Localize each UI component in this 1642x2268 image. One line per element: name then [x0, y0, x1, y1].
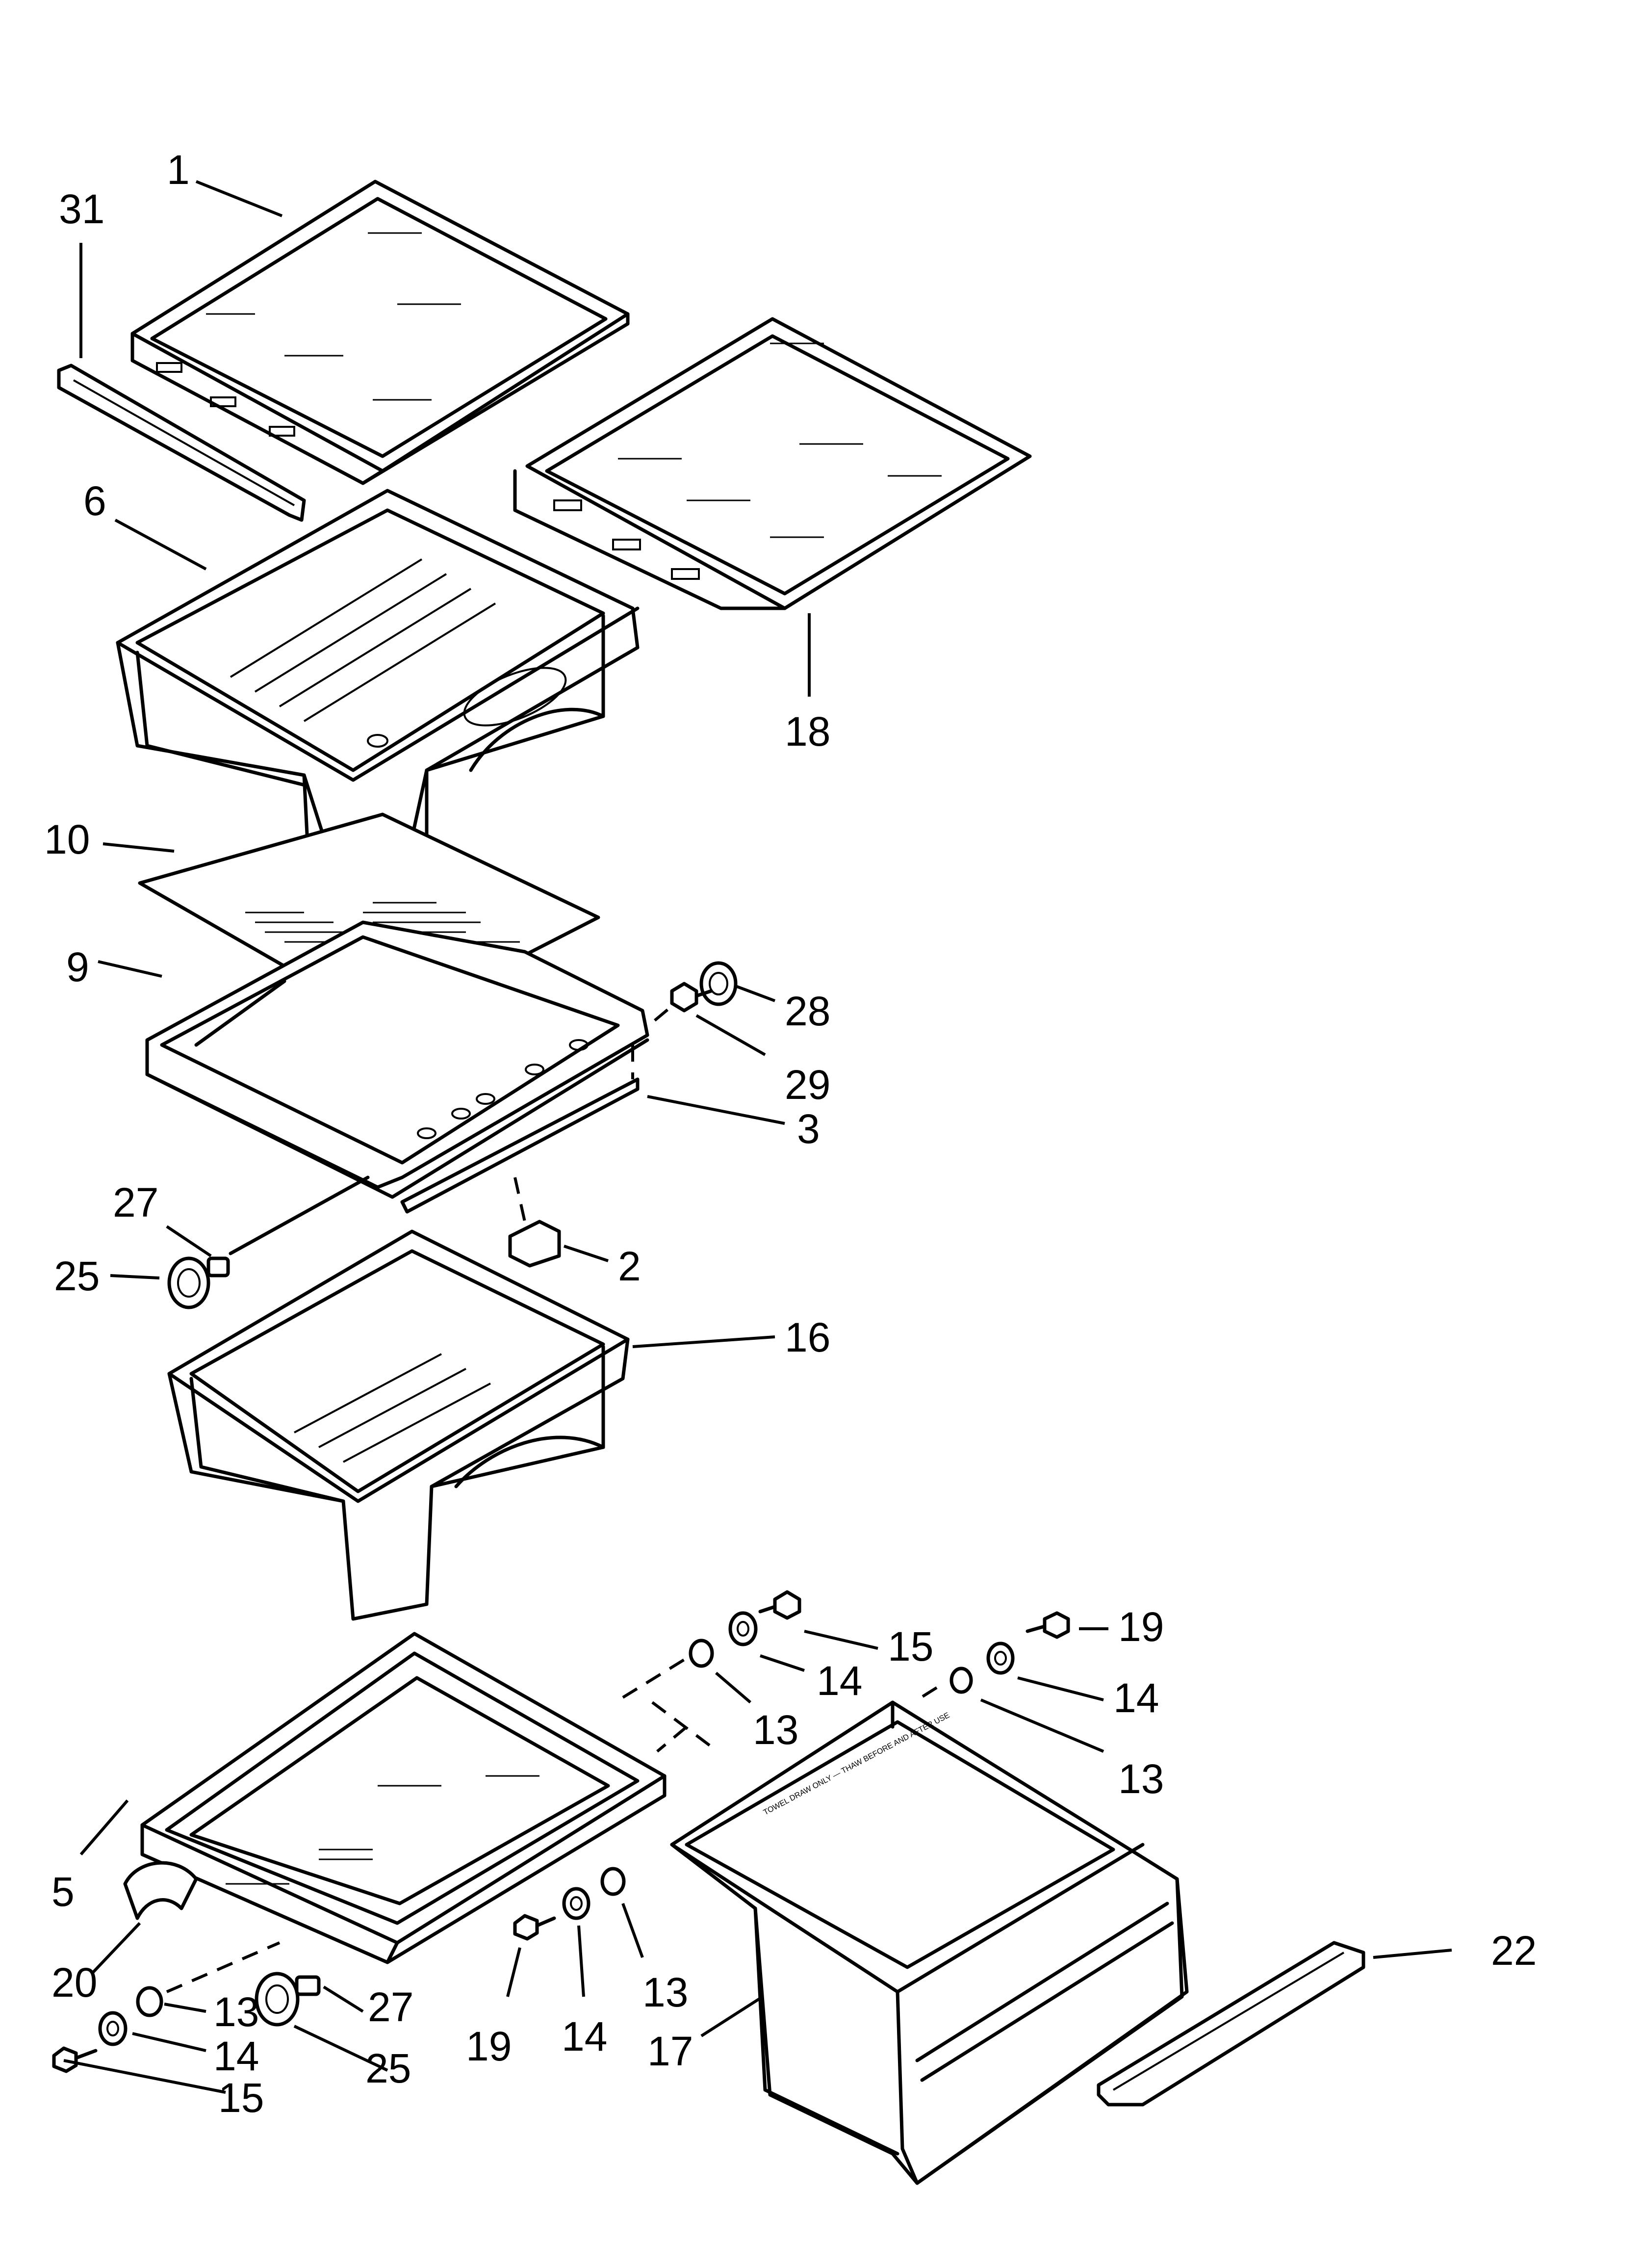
part-14-washer-mid [728, 1611, 758, 1646]
callout-14-right: 14 [1113, 1675, 1159, 1721]
callout-18: 18 [785, 708, 830, 755]
callout-1: 1 [167, 147, 190, 193]
callout-15-mid: 15 [888, 1623, 933, 1669]
part-25-roller-upper [167, 1256, 210, 1309]
callout-27-lower: 27 [368, 1984, 413, 2030]
callout-13-right: 13 [1118, 1756, 1164, 1802]
callout-14-left: 14 [213, 2033, 259, 2079]
callout-17: 17 [647, 2028, 693, 2074]
part-16-crisper-drawer [167, 1229, 630, 1621]
part-15-screw-left [52, 2046, 98, 2073]
part-31-shelf-rail [57, 364, 306, 522]
callout-20: 20 [51, 1959, 97, 2006]
part-20-handle-clip [123, 1861, 198, 1920]
part-14-washer-left [98, 2011, 128, 2046]
callout-13-left: 13 [213, 1989, 259, 2035]
callout-9: 9 [66, 944, 89, 990]
assembly-lines [166, 1007, 938, 1993]
part-13-bushing-left [136, 1986, 163, 2017]
part-18-glass-shelf [513, 317, 1032, 610]
callout-2: 2 [618, 1243, 641, 1289]
part-27-axle-lower [295, 1975, 321, 1996]
callout-31: 31 [59, 186, 104, 232]
part-6-crisper-drawer [116, 489, 640, 890]
callout-14-lower: 14 [562, 2013, 607, 2059]
callout-15-left: 15 [218, 2075, 264, 2121]
part-15-screw-mid [758, 1590, 801, 1620]
part-13-bushing-right [949, 1667, 973, 1694]
part-19-screw-lower [513, 1914, 556, 1941]
callout-27-upper: 27 [113, 1179, 158, 1225]
part-5-cover-shelf [140, 1632, 667, 1964]
callout-13-mid: 13 [753, 1707, 798, 1753]
part-25-roller-lower [255, 1972, 300, 2027]
callout-13-lower: 13 [642, 1969, 688, 2015]
part-9-crisper-cover-frame [145, 920, 649, 1199]
callout-25-lower: 25 [365, 2045, 411, 2091]
part-2-clip [508, 1220, 561, 1268]
part-14-washer-lower [562, 1887, 590, 1920]
part-19-screw-right [1026, 1611, 1070, 1639]
callout-3: 3 [797, 1106, 820, 1152]
part-17-pan-drawer: TOWEL DRAW ONLY — THAW BEFORE AND AFTER … [670, 1700, 1189, 2185]
callout-10: 10 [44, 816, 90, 862]
callout-19-lower: 19 [466, 2023, 512, 2069]
callout-28: 28 [785, 988, 830, 1034]
part-29-screw [670, 982, 713, 1013]
part-13-bushing-lower [600, 1867, 626, 1896]
callout-29: 29 [785, 1062, 830, 1108]
part-27-axle-upper [206, 1256, 230, 1277]
callout-5: 5 [51, 1869, 75, 1915]
callout-labels: 1 31 6 18 10 9 28 29 3 27 2 25 16 15 19 … [44, 147, 1537, 2121]
part-28-wheel [699, 961, 738, 1006]
part-3-slide-rail [400, 1077, 640, 1214]
callout-22: 22 [1491, 1928, 1537, 1974]
callout-16: 16 [785, 1314, 830, 1360]
part-1-glass-shelf [130, 180, 630, 485]
callout-14-mid: 14 [817, 1658, 862, 1704]
part-13-bushing-mid [689, 1639, 714, 1668]
callout-6: 6 [83, 478, 106, 524]
part-14-washer-right [986, 1642, 1015, 1675]
callout-25-upper: 25 [54, 1253, 100, 1299]
part-22-drawer-handle [1097, 1941, 1365, 2107]
callout-19-right: 19 [1118, 1604, 1164, 1650]
leader-lines [63, 180, 1452, 2094]
